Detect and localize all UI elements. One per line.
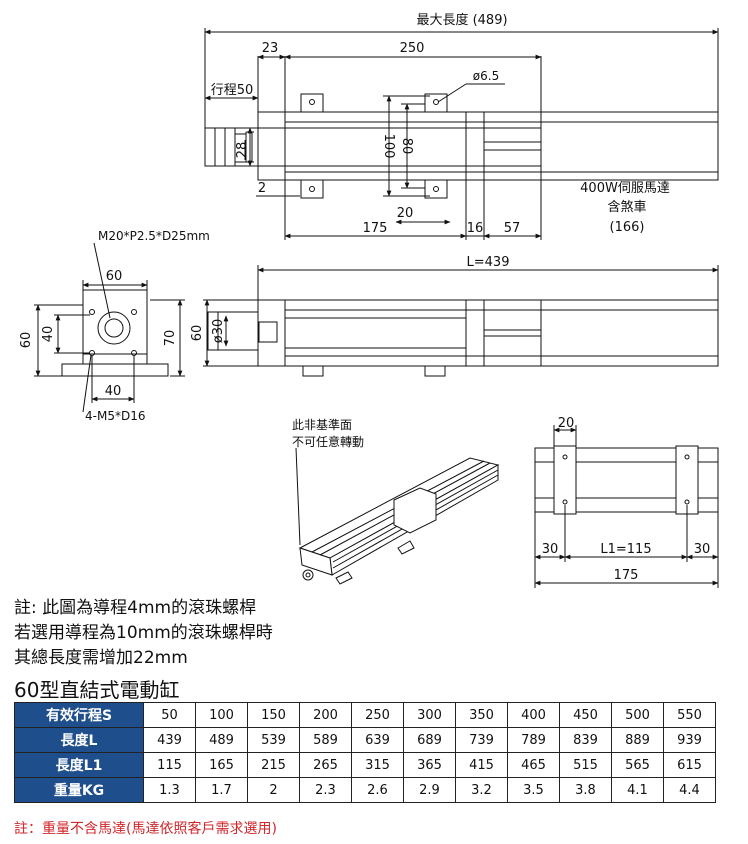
motor-label-3: (166)	[610, 220, 645, 235]
motor-label-2: 含煞車	[607, 199, 646, 215]
table-cell: 265	[299, 752, 352, 778]
table-cell: 165	[195, 752, 248, 778]
table-cell: 1.3	[143, 777, 196, 803]
dim-80: 80	[399, 138, 414, 155]
dim-60-left: 60	[19, 332, 34, 349]
dim-16: 16	[467, 221, 484, 236]
iso-note-1: 此非基準面	[292, 417, 352, 432]
table-cell: 789	[507, 727, 560, 753]
motor-label-1: 400W伺服馬達	[580, 181, 670, 196]
note-line-1: 註: 此圖為導程4mm的滾珠螺桿	[14, 598, 257, 618]
table-cell: 2.3	[299, 777, 352, 803]
table-cell: 215	[247, 752, 300, 778]
table-cell: 450	[559, 702, 612, 728]
table-cell: 539	[247, 727, 300, 753]
dim-57: 57	[504, 221, 521, 236]
row-header: 長度L	[14, 727, 144, 753]
table-cell: 365	[403, 752, 456, 778]
table-cell: 939	[663, 727, 716, 753]
row-header: 重量KG	[14, 777, 144, 803]
dim-20-right: 20	[558, 416, 575, 431]
screws-label: 4-M5*D16	[85, 409, 145, 423]
table-cell: 200	[299, 702, 352, 728]
table-cell: 400	[507, 702, 560, 728]
dim-60-flange: 60	[106, 269, 123, 284]
isometric-view	[295, 447, 500, 585]
table-cell: 415	[455, 752, 508, 778]
dim-70: 70	[163, 330, 178, 347]
dim-175-bottom: 175	[614, 568, 639, 583]
table-cell: 639	[351, 727, 404, 753]
front-view	[34, 242, 185, 413]
dim-60-side: 60	[190, 325, 205, 342]
table-cell: 1.7	[195, 777, 248, 803]
dim-L1: L1=115	[600, 542, 651, 557]
table-cell: 2	[247, 777, 300, 803]
row-header: 長度L1	[14, 752, 144, 778]
weight-footnote: 註：重量不含馬達(馬達依照客戶需求選用)	[14, 821, 277, 837]
note-line-2: 若選用導程為10mm的滾珠螺桿時	[14, 623, 273, 643]
table-cell: 739	[455, 727, 508, 753]
dim-40-bottom: 40	[105, 384, 122, 399]
table-cell: 3.5	[507, 777, 560, 803]
table-cell: 615	[663, 752, 716, 778]
row-header: 有效行程S	[14, 702, 144, 728]
side-view	[203, 265, 719, 377]
dim-30-b: 30	[694, 542, 711, 557]
table-cell: 100	[195, 702, 248, 728]
dim-30-a: 30	[542, 542, 559, 557]
hole-diameter: ø6.5	[473, 69, 499, 83]
note-line-3: 其總長度需增加22mm	[14, 648, 188, 668]
table-cell: 4.4	[663, 777, 716, 803]
table-cell: 515	[559, 752, 612, 778]
table-cell: 689	[403, 727, 456, 753]
table-cell: 3.2	[455, 777, 508, 803]
table-cell: 150	[247, 702, 300, 728]
max-length-label: 最大長度 (489)	[416, 12, 507, 28]
table-cell: 589	[299, 727, 352, 753]
dim-100: 100	[381, 134, 396, 159]
technical-drawing: 最大長度 (489) 23 250 行程50 ø6.5 28 100 80 2 …	[19, 12, 719, 588]
table-cell: 565	[611, 752, 664, 778]
table-cell: 550	[663, 702, 716, 728]
thread-label: M20*P2.5*D25mm	[98, 229, 210, 243]
dim-28: 28	[235, 142, 250, 159]
table-cell: 465	[507, 752, 560, 778]
dim-20-top: 20	[397, 206, 414, 221]
bottom-right-view	[534, 425, 719, 588]
dim-d30: ø30	[211, 319, 226, 344]
iso-note-2: 不可任意轉動	[292, 434, 364, 449]
dim-250: 250	[400, 41, 425, 56]
dim-175-top: 175	[363, 221, 388, 236]
model-title: 60型直結式電動缸	[14, 678, 180, 702]
table-cell: 489	[195, 727, 248, 753]
table-cell: 439	[143, 727, 196, 753]
table-cell: 250	[351, 702, 404, 728]
table-cell: 889	[611, 727, 664, 753]
table-cell: 4.1	[611, 777, 664, 803]
table-cell: 315	[351, 752, 404, 778]
table-cell: 2.9	[403, 777, 456, 803]
table-cell: 2.6	[351, 777, 404, 803]
stroke-label: 行程50	[211, 83, 254, 98]
dimension-labels: 最大長度 (489) 23 250 行程50 ø6.5 28 100 80 2 …	[19, 12, 710, 583]
dim-23: 23	[262, 41, 279, 56]
table-cell: 115	[143, 752, 196, 778]
top-view	[204, 28, 719, 240]
table-cell: 350	[455, 702, 508, 728]
table-cell: 50	[143, 702, 196, 728]
dim-2: 2	[258, 181, 266, 196]
table-cell: 3.8	[559, 777, 612, 803]
length-L: L=439	[467, 255, 510, 270]
table-cell: 839	[559, 727, 612, 753]
table-cell: 300	[403, 702, 456, 728]
table-cell: 500	[611, 702, 664, 728]
dim-40-left: 40	[41, 326, 56, 343]
